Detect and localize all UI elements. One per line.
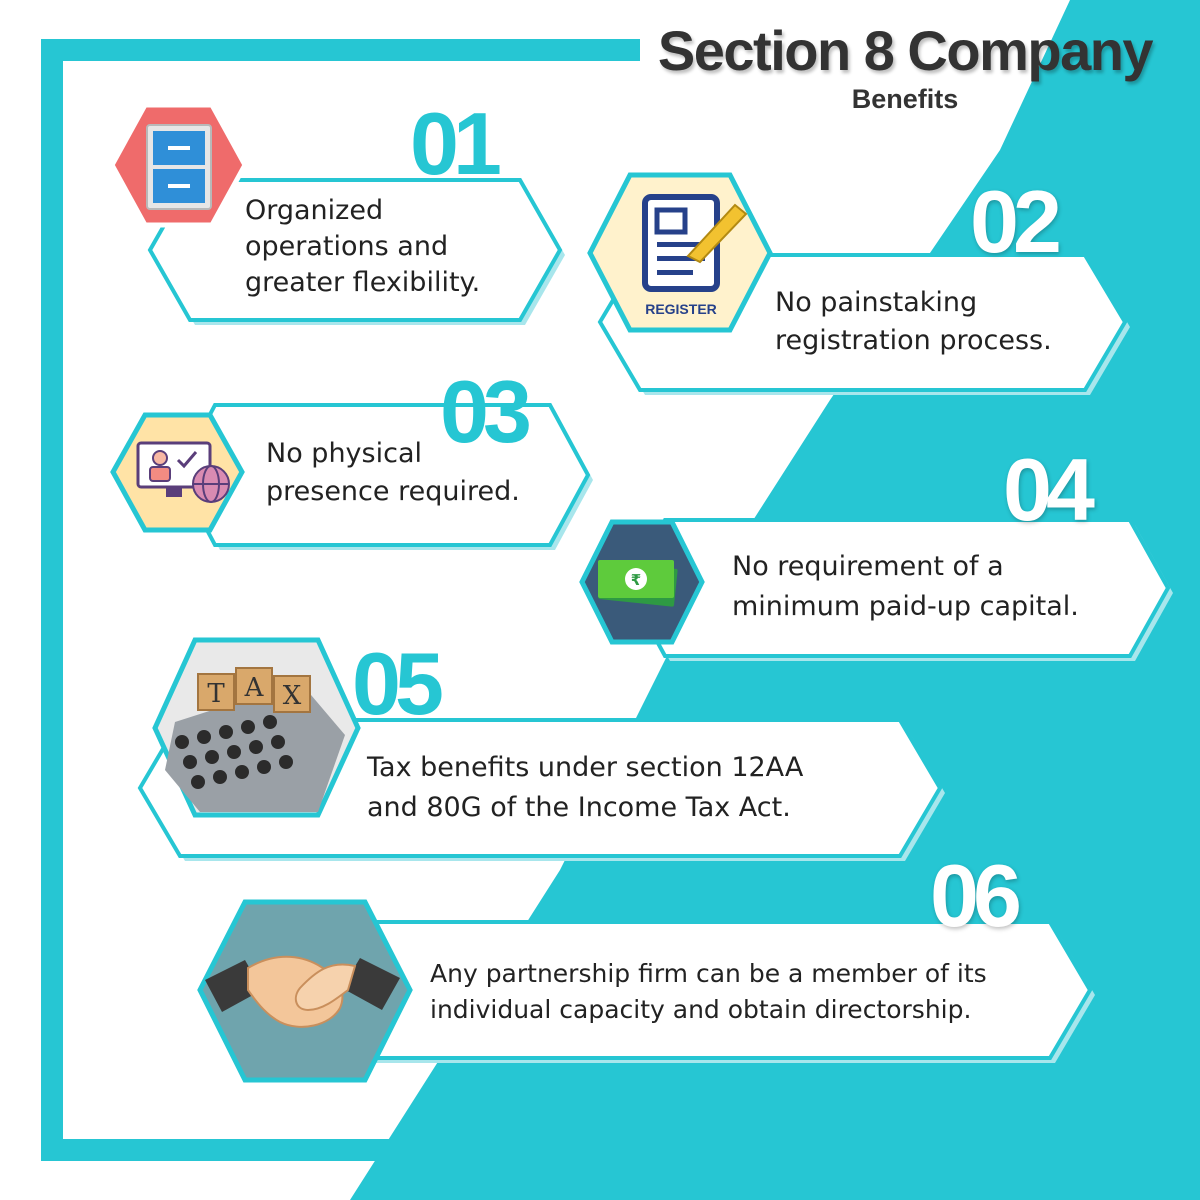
tax-letter: X bbox=[283, 681, 302, 711]
benefit-card-03 bbox=[175, 403, 593, 550]
benefit-number-02: 02 bbox=[970, 172, 1062, 271]
benefit-card-04 bbox=[625, 518, 1173, 661]
benefit-card-06 bbox=[317, 920, 1095, 1063]
benefit-text-01: Organized operations and greater flexibi… bbox=[245, 195, 481, 298]
benefit-number-03: 03 bbox=[440, 362, 532, 461]
rupee-banknote-icon: ₹ bbox=[598, 560, 678, 607]
benefit-text-05: Tax benefits under section 12AA and 80G … bbox=[367, 752, 804, 823]
register-label: REGISTER bbox=[645, 301, 717, 317]
rupee-symbol: ₹ bbox=[631, 571, 641, 589]
benefit-number-04: 04 bbox=[1003, 440, 1095, 539]
online-monitor-globe-icon bbox=[136, 441, 230, 503]
outer-frame bbox=[41, 39, 640, 1161]
benefit-text-02: No painstaking registration process. bbox=[775, 287, 1052, 356]
benefit-text-03: No physical presence required. bbox=[266, 438, 520, 507]
tax-letter: A bbox=[244, 673, 265, 703]
benefit-number-06: 06 bbox=[930, 846, 1022, 945]
tax-letter: T bbox=[207, 679, 225, 709]
benefit-number-05: 05 bbox=[352, 634, 444, 733]
page-title: Section 8 Company bbox=[657, 19, 1154, 82]
register-document-icon: REGISTER bbox=[642, 194, 748, 317]
handshake-icon bbox=[205, 955, 400, 1028]
benefit-number-01: 01 bbox=[410, 94, 502, 193]
page-subtitle: Benefits bbox=[851, 84, 959, 114]
benefit-text-04: No requirement of a minimum paid-up capi… bbox=[732, 551, 1079, 622]
benefit-text-06: Any partnership firm can be a member of … bbox=[430, 959, 987, 1024]
filing-cabinet-icon bbox=[146, 124, 212, 210]
benefit-card-01 bbox=[147, 178, 565, 325]
